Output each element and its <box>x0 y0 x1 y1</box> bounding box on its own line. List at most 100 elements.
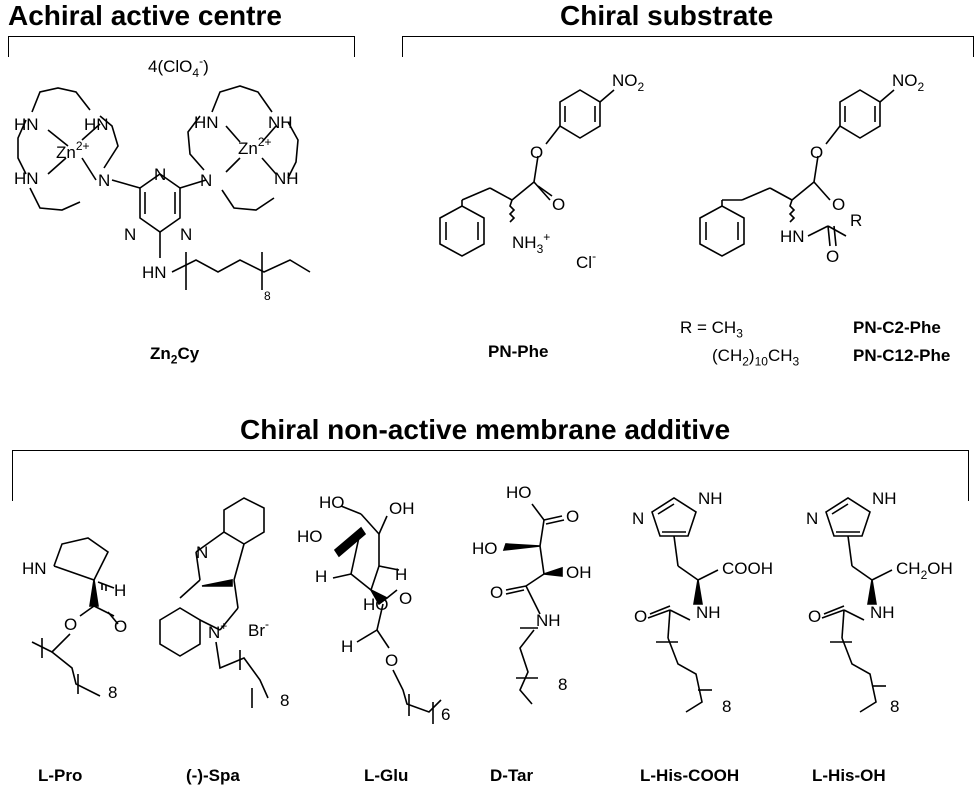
phenyl-ring <box>699 199 745 257</box>
bracket-substrate <box>402 36 974 57</box>
alkyl-chain <box>171 252 311 290</box>
section-title-achiral-active-centre: Achiral active centre <box>8 0 282 31</box>
label-l-glu: L-Glu <box>364 766 409 785</box>
bromide-ion: Br- <box>248 617 269 640</box>
atom-o: O <box>399 589 412 608</box>
label-l-pro: L-Pro <box>38 766 83 785</box>
label-l-his-oh: L-His-OH <box>812 766 886 785</box>
repeat-count: 8 <box>108 683 117 702</box>
atom-nh3-plus: NH3+ <box>512 230 550 256</box>
atom-no2: NO2 <box>892 71 925 94</box>
atom-hn: HN <box>84 115 109 134</box>
repeat-count: 8 <box>280 691 289 710</box>
repeat-count: 8 <box>558 675 567 694</box>
repeat-count: 8 <box>890 697 899 716</box>
amino-alcohol-backbone <box>821 569 893 639</box>
atom-o: O <box>490 583 503 602</box>
atom-oh: OH <box>566 563 592 582</box>
atom-hn: HN <box>194 113 219 132</box>
repeat-count: 6 <box>441 705 450 724</box>
atom-ho: HO <box>319 493 345 512</box>
amide-backbone <box>741 181 847 247</box>
pyrrolidine-ring <box>53 537 119 625</box>
atom-n-plus: N+ <box>208 619 227 642</box>
perchlorate-counterion: 4(ClO4-) <box>148 54 209 80</box>
atom-n: N <box>806 509 818 528</box>
l-his-oh-structure: NH N CH2OH NH O 8 <box>806 489 953 716</box>
right-cyclen-ring <box>187 85 299 211</box>
label-spa: (-)-Spa <box>186 766 240 785</box>
atom-o: O <box>385 651 398 670</box>
atom-ho: HO <box>363 595 389 614</box>
pn-acyl-phe-structure: NO2 O O HN R O <box>699 71 925 266</box>
label-pn-c2-phe: PN-C2-Phe <box>853 318 941 337</box>
label-zn2cy: Zn2Cy <box>150 344 200 367</box>
label-pn-c12-phe: PN-C12-Phe <box>853 346 951 365</box>
atom-o: O <box>826 247 839 266</box>
sparteine-rings <box>159 497 265 657</box>
atom-n: N <box>98 171 110 190</box>
left-cyclen-ring <box>17 87 119 211</box>
atom-ho: HO <box>472 539 498 558</box>
alkyl-chain <box>830 637 886 713</box>
r-group-definition: R = CH3 <box>680 318 743 341</box>
section-title-chiral-substrate: Chiral substrate <box>560 0 774 31</box>
alkyl-chain <box>31 633 101 697</box>
atom-o: O <box>810 143 823 162</box>
atom-cooh: COOH <box>722 559 773 578</box>
atom-n: N <box>124 225 136 244</box>
atom-hn: HN <box>780 227 805 246</box>
tartaric-backbone <box>502 503 565 615</box>
atom-hn: HN <box>22 559 47 578</box>
atom-nh: NH <box>536 611 561 630</box>
zinc-ion-right: Zn2+ <box>238 135 272 158</box>
atom-nh: NH <box>870 603 895 622</box>
atom-hn: HN <box>142 263 167 282</box>
phenyl-ring <box>439 200 485 257</box>
alkyl-chain <box>392 669 442 724</box>
atom-n: N <box>632 509 644 528</box>
alkyl-chain <box>516 627 538 705</box>
l-glu-structure: HO OH HO H H HO O H O 6 <box>297 493 450 724</box>
bracket-additive <box>12 450 969 501</box>
atom-hn: HN <box>14 115 39 134</box>
l-his-cooh-structure: NH N COOH NH O 8 <box>632 489 773 716</box>
atom-n: N <box>196 543 208 562</box>
label-l-his-cooh: L-His-COOH <box>640 766 740 785</box>
imidazole-ring <box>651 497 699 581</box>
zinc-ion-left: Zn2+ <box>56 139 90 162</box>
atom-n: N <box>154 165 166 184</box>
label-d-tar: D-Tar <box>490 766 534 785</box>
atom-o: O <box>530 143 543 162</box>
glucose-ring <box>332 505 400 649</box>
atom-nh: NH <box>698 489 723 508</box>
atom-h: H <box>315 567 327 586</box>
imidazole-ring <box>825 497 873 581</box>
atom-h: H <box>395 565 407 584</box>
atom-nh: NH <box>268 113 293 132</box>
atom-o: O <box>566 507 579 526</box>
ester-backbone <box>461 181 553 223</box>
atom-hn: HN <box>14 169 39 188</box>
atom-o: O <box>832 195 845 214</box>
alkyl-chain <box>656 637 712 713</box>
atom-o: O <box>114 617 127 636</box>
l-pro-structure: HN H O O 8 <box>22 537 127 702</box>
atom-o: O <box>634 607 647 626</box>
r-group-c12: (CH2)10CH3 <box>712 346 800 369</box>
nitrophenyl-ring <box>533 89 615 183</box>
atom-no2: NO2 <box>612 71 645 94</box>
zn2cy-structure: 4(ClO4-) HN HN HN N Zn2+ HN NH N NH Zn2+ <box>14 54 311 303</box>
bracket-achiral <box>8 36 355 57</box>
atom-oh: OH <box>389 499 415 518</box>
amino-acid-backbone <box>647 569 719 639</box>
atom-o: O <box>64 615 77 634</box>
atom-nh: NH <box>274 169 299 188</box>
triazine-ring <box>111 173 207 258</box>
chloride-ion: Cl- <box>576 249 596 272</box>
atom-ho: HO <box>506 483 532 502</box>
atom-n: N <box>180 225 192 244</box>
nitrophenyl-ring <box>813 89 895 183</box>
atom-ho: HO <box>297 527 323 546</box>
atom-r: R <box>850 211 862 230</box>
